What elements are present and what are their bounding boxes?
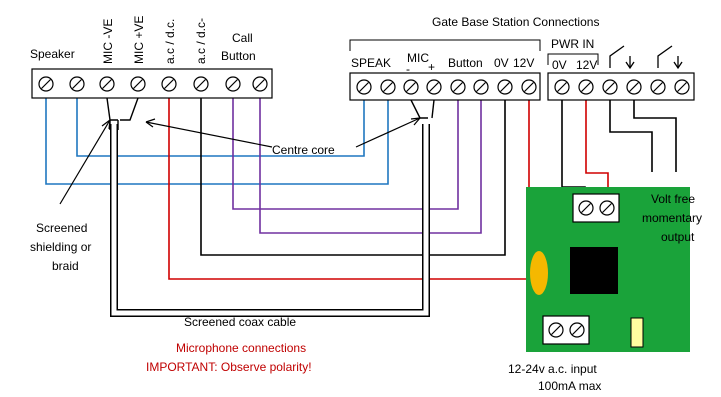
screw-terminal[interactable] [578,200,594,216]
relay-contact-icon [657,45,683,70]
screw-terminal[interactable] [548,322,564,338]
screw-terminal[interactable] [380,79,396,95]
pwr-12v-wire [585,98,609,202]
button-wire-2 [259,98,482,234]
ac-plus-label: a.c / d.c. [163,19,177,64]
pwr-in-label: PWR IN [551,37,594,51]
pcb-input-terminal [572,193,620,223]
screw-terminal[interactable] [38,76,54,92]
screw-terminal[interactable] [426,79,442,95]
speaker-wire-1 [45,98,389,185]
screened-label-2: shielding or [30,240,91,254]
pwr-zero-v-label: 0V [552,58,567,72]
volt-free-label-2: momentary [642,211,702,225]
speaker-label: Speaker [30,47,75,61]
mic-plus-label: MIC +VE [132,16,146,64]
screw-terminal[interactable] [497,79,513,95]
fuse-icon [630,317,644,348]
main-title: Gate Base Station Connections [432,15,599,29]
call-label: Call [232,31,253,45]
screw-terminal[interactable] [650,79,666,95]
base-12v-label: 12V [513,56,534,70]
speaker-wire-2 [76,98,365,157]
polarity-warning: IMPORTANT: Observe polarity! [146,360,312,374]
annotation-arrows [59,117,421,205]
screw-terminal[interactable] [521,79,537,95]
base-button-label: Button [448,56,483,70]
input-spec-label-2: 100mA max [538,379,601,393]
mic-label: MIC [407,51,429,65]
screw-terminal[interactable] [473,79,489,95]
screw-terminal[interactable] [193,76,209,92]
volt-free-label-3: output [661,230,695,244]
screened-label-3: braid [52,259,79,273]
chip-icon [570,247,618,294]
pwr-12v-label: 12V [576,58,597,72]
coax-cable [110,124,430,317]
screw-terminal[interactable] [674,79,690,95]
speak-label: SPEAK [351,56,391,70]
base-station-block [349,72,541,101]
relay-wire-2 [633,98,677,172]
screw-terminal[interactable] [99,76,115,92]
screw-terminal[interactable] [602,79,618,95]
screw-terminal[interactable] [554,79,570,95]
relay-contact-icon [609,45,635,70]
screw-terminal[interactable] [161,76,177,92]
centre-core-label: Centre core [272,143,335,157]
screw-terminal[interactable] [403,79,419,95]
screw-terminal[interactable] [225,76,241,92]
screw-terminal[interactable] [578,79,594,95]
screw-terminal[interactable] [450,79,466,95]
pcb-ac-terminal [542,315,590,345]
power-supply-pcb [526,187,690,352]
power-relay-block [547,72,695,101]
intercom-terminal-block [31,68,273,99]
ground-wire [200,98,506,256]
button-label: Button [221,49,256,63]
ac-minus-label: a.c / d.c- [194,18,208,64]
coax-label: Screened coax cable [184,315,296,329]
screw-terminal[interactable] [252,76,268,92]
wires [45,98,677,280]
screw-terminal[interactable] [569,322,585,338]
mic-minus-label: MIC -VE [101,19,115,64]
screw-terminal[interactable] [130,76,146,92]
button-wire-1 [232,98,459,210]
input-spec-label-1: 12-24v a.c. input [508,362,597,376]
supply-wire [168,98,530,280]
block-brackets [349,39,599,65]
screw-terminal[interactable] [599,200,615,216]
mic-plus-sign: + [428,60,435,74]
mic-connections-label: Microphone connections [176,341,306,355]
screw-terminal[interactable] [626,79,642,95]
coax-split-right [410,99,435,119]
capacitor-icon [530,251,548,295]
screw-terminal[interactable] [356,79,372,95]
pwr-zero-wire [561,98,586,202]
screw-terminal[interactable] [69,76,85,92]
relay-wire-1 [609,98,653,172]
mic-minus-sign: - [406,62,410,76]
base-zero-v-label: 0V [494,56,509,70]
volt-free-label-1: Volt free [651,192,695,206]
screened-label-1: Screened [36,221,87,235]
